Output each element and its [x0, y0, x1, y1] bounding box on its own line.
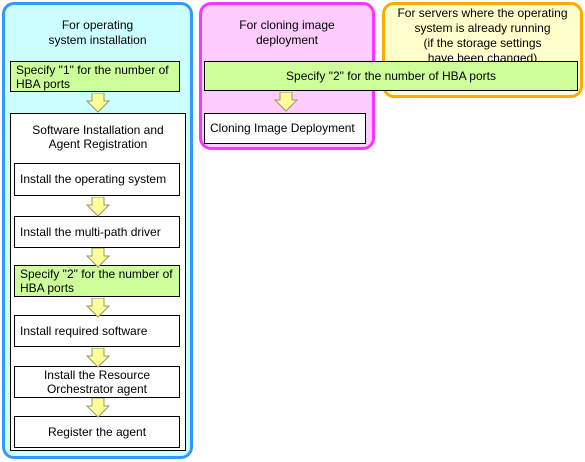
- sw-install-title-line1: Software Installation and: [32, 123, 164, 137]
- install-os-label: Install the operating system: [20, 172, 167, 186]
- specify-2-hba-ports-wide-step: Specify "2" for the number of HBA ports: [204, 61, 578, 91]
- running-panel-title: For servers where the operating system i…: [385, 6, 580, 66]
- register-agent-label: Register the agent: [47, 425, 147, 439]
- arrow-to-required-software-icon: [86, 298, 110, 318]
- os-panel-title-line1: For operating: [61, 18, 134, 32]
- install-agent-line2: Orchestrator agent: [46, 382, 148, 396]
- arrow-to-cloning-deployment-icon: [274, 92, 298, 112]
- running-panel-title-line3: (if the storage settings: [423, 36, 542, 50]
- cloning-deploy-label: Cloning Image Deployment: [210, 121, 355, 135]
- software-installation-title: Software Installation and Agent Registra…: [11, 123, 185, 151]
- running-panel-title-line2: system is already running: [414, 21, 551, 35]
- arrow-to-install-agent-icon: [86, 348, 110, 368]
- arrow-to-specify-2-icon: [86, 248, 110, 268]
- register-agent-step: Register the agent: [14, 416, 180, 448]
- arrow-to-multipath-icon: [86, 197, 110, 217]
- cloning-image-deployment-step: Cloning Image Deployment: [204, 113, 366, 144]
- cloning-panel-title-line1: For cloning image: [239, 18, 335, 32]
- arrow-to-software-installation-icon: [86, 93, 110, 113]
- cloning-panel-title: For cloning image deployment: [202, 18, 372, 48]
- specify-1-line2: HBA ports: [16, 77, 71, 91]
- install-multipath-step: Install the multi-path driver: [14, 216, 180, 248]
- arrow-to-register-agent-icon: [86, 398, 110, 418]
- install-agent-step: Install the Resource Orchestrator agent: [14, 366, 180, 398]
- running-panel-title-line1: For servers where the operating: [397, 6, 568, 20]
- install-multipath-label: Install the multi-path driver: [20, 225, 161, 239]
- specify-2-line1: Specify "2" for the number of: [20, 267, 173, 281]
- specify-1-line1: Specify "1" for the number of: [16, 63, 169, 77]
- install-required-software-step: Install required software: [14, 315, 180, 347]
- sw-install-title-line2: Agent Registration: [48, 137, 148, 151]
- specify-1-hba-ports-step: Specify "1" for the number of HBA ports: [10, 61, 180, 92]
- specify-2-hba-ports-step: Specify "2" for the number of HBA ports: [14, 265, 180, 297]
- specify-2-wide-label: Specify "2" for the number of HBA ports: [286, 69, 496, 83]
- install-agent-line1: Install the Resource: [43, 368, 151, 382]
- specify-2-line2: HBA ports: [20, 281, 75, 295]
- install-required-label: Install required software: [20, 324, 148, 338]
- install-os-step: Install the operating system: [14, 163, 180, 196]
- os-panel-title: For operating system installation: [5, 18, 190, 48]
- cloning-panel-title-line2: deployment: [255, 33, 319, 47]
- os-panel-title-line2: system installation: [48, 33, 147, 47]
